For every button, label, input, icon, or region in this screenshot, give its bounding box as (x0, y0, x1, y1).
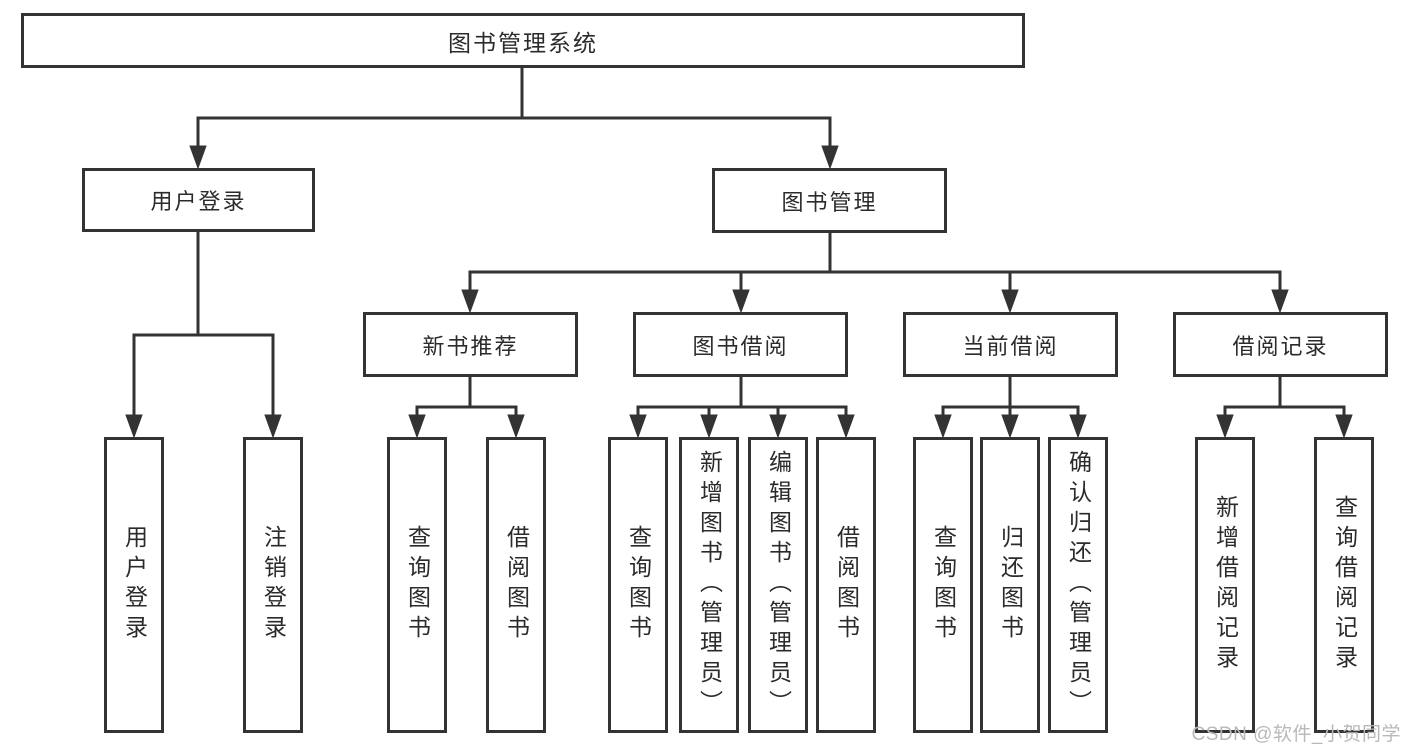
arrowhead-icon-book-borrowing-0 (629, 414, 647, 439)
arrowhead-icon-current-borrowing-0 (934, 414, 952, 439)
box-label-leaf-confirm-return: 确认归还（管理员） (1065, 450, 1092, 720)
box-user-login: 用户登录 (82, 168, 315, 232)
arrowhead-icon-user-login-1 (264, 414, 282, 439)
box-label-leaf-query-books-1: 查询图书 (404, 525, 431, 645)
arrowhead-icon-book-management-3 (1271, 289, 1289, 314)
arrowhead-icon-library-system-0 (189, 145, 207, 170)
arrowhead-icon-borrowing-records-1 (1335, 414, 1353, 439)
arrowhead-icon-book-management-2 (1001, 289, 1019, 314)
box-label-book-borrowing: 图书借阅 (692, 333, 789, 359)
box-leaf-borrow-books-1: 借阅图书 (486, 437, 546, 733)
box-library-system: 图书管理系统 (21, 13, 1025, 68)
box-label-leaf-query-books-3: 查询图书 (930, 525, 957, 645)
box-label-leaf-borrow-books-2: 借阅图书 (833, 525, 860, 645)
arrowhead-icon-new-book-recommend-0 (408, 414, 426, 439)
box-leaf-return-books: 归还图书 (980, 437, 1040, 733)
arrowhead-icon-user-login-0 (125, 414, 143, 439)
box-leaf-user-login: 用户登录 (104, 437, 164, 733)
box-leaf-borrow-books-2: 借阅图书 (816, 437, 876, 733)
box-label-leaf-return-books: 归还图书 (997, 525, 1024, 645)
arrowhead-icon-book-management-0 (461, 289, 479, 314)
arrowhead-icon-library-system-1 (821, 145, 839, 170)
box-leaf-query-books-1: 查询图书 (387, 437, 447, 733)
box-label-leaf-query-borrow-record: 查询借阅记录 (1331, 495, 1358, 675)
arrowhead-icon-borrowing-records-0 (1216, 414, 1234, 439)
arrowhead-icon-new-book-recommend-1 (507, 414, 525, 439)
box-label-book-management: 图书管理 (781, 189, 878, 215)
box-label-user-login: 用户登录 (150, 189, 247, 214)
box-label-current-borrowing: 当前借阅 (962, 333, 1059, 359)
box-book-management: 图书管理 (712, 168, 947, 233)
box-label-leaf-logout: 注销登录 (260, 525, 287, 645)
box-label-leaf-edit-books-admin: 编辑图书（管理员） (765, 450, 792, 720)
box-label-leaf-user-login: 用户登录 (121, 525, 148, 645)
arrowhead-icon-book-borrowing-1 (700, 414, 718, 439)
box-leaf-edit-books-admin: 编辑图书（管理员） (748, 437, 808, 733)
arrowhead-icon-current-borrowing-2 (1069, 414, 1087, 439)
box-leaf-query-books-2: 查询图书 (608, 437, 668, 733)
box-borrowing-records: 借阅记录 (1173, 312, 1388, 377)
box-leaf-confirm-return: 确认归还（管理员） (1048, 437, 1108, 733)
box-label-library-system: 图书管理系统 (448, 29, 598, 56)
arrowhead-icon-book-borrowing-2 (769, 414, 787, 439)
box-new-book-recommend: 新书推荐 (363, 312, 578, 377)
watermark-text: CSDN @软件_小贺同学 (1191, 724, 1401, 745)
box-current-borrowing: 当前借阅 (903, 312, 1118, 377)
box-leaf-add-borrow-record: 新增借阅记录 (1195, 437, 1255, 733)
box-label-leaf-add-borrow-record: 新增借阅记录 (1212, 495, 1239, 675)
arrowhead-icon-book-borrowing-3 (837, 414, 855, 439)
box-book-borrowing: 图书借阅 (633, 312, 848, 377)
box-leaf-query-books-3: 查询图书 (913, 437, 973, 733)
box-label-leaf-query-books-2: 查询图书 (625, 525, 652, 645)
box-label-new-book-recommend: 新书推荐 (422, 333, 519, 359)
box-label-leaf-add-books-admin: 新增图书（管理员） (696, 450, 723, 720)
arrowhead-icon-book-management-1 (732, 289, 750, 314)
box-leaf-logout: 注销登录 (243, 437, 303, 733)
box-leaf-query-borrow-record: 查询借阅记录 (1314, 437, 1374, 733)
arrowhead-icon-current-borrowing-1 (1001, 414, 1019, 439)
box-label-borrowing-records: 借阅记录 (1232, 333, 1329, 359)
box-leaf-add-books-admin: 新增图书（管理员） (679, 437, 739, 733)
box-label-leaf-borrow-books-1: 借阅图书 (503, 525, 530, 645)
